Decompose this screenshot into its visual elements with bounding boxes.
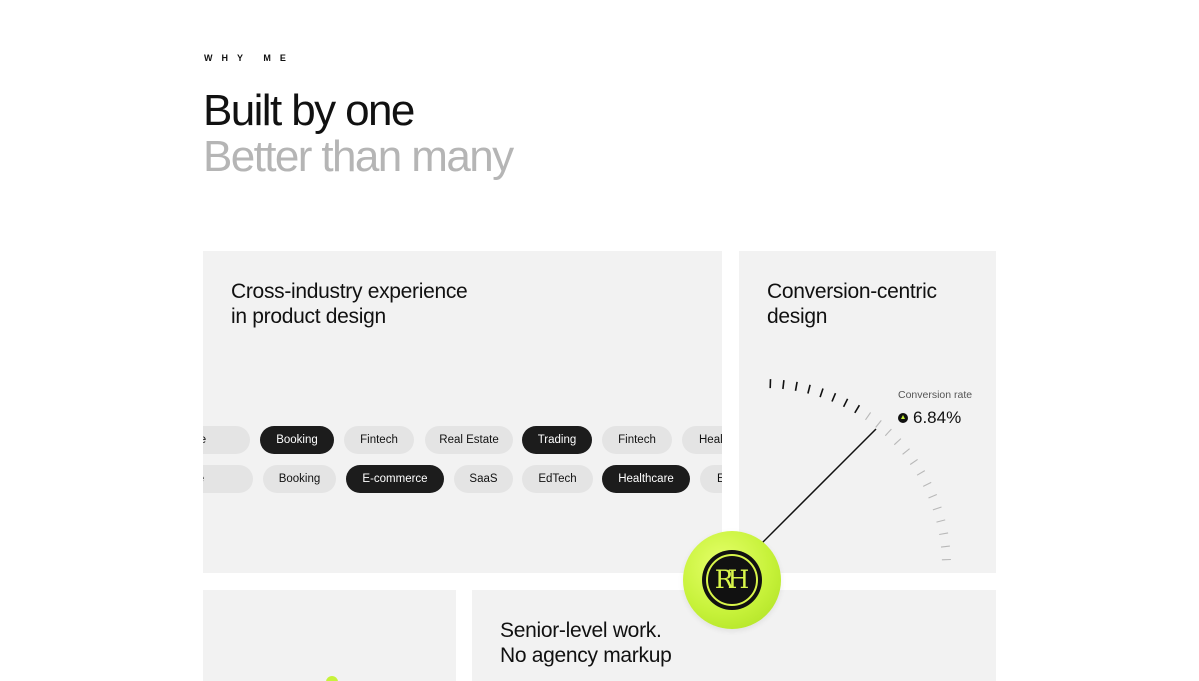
senior-title-line-1: Senior-level work. bbox=[500, 619, 662, 642]
industry-chip: Healthcare bbox=[682, 426, 722, 454]
gauge-tick bbox=[922, 481, 932, 487]
industry-chip: Fintech bbox=[602, 426, 672, 454]
industry-chip: E-commerce bbox=[203, 465, 253, 493]
section-headline: Built by one Better than many bbox=[203, 86, 514, 181]
gauge-tick bbox=[902, 448, 910, 455]
gauge-tick bbox=[794, 381, 798, 391]
rh-monogram-logo[interactable]: RH bbox=[683, 531, 781, 629]
gauge-tick bbox=[831, 392, 837, 402]
conversion-rate-readout: 6.84% bbox=[898, 408, 961, 428]
industry-title-line-1: Cross-industry experience bbox=[231, 280, 468, 303]
industry-chip: Real Estate bbox=[425, 426, 513, 454]
headline-line-2: Better than many bbox=[203, 132, 514, 181]
industry-experience-card: Cross-industry experience in product des… bbox=[203, 251, 722, 573]
senior-card-title: Senior-level work. No agency markup bbox=[500, 618, 672, 668]
gauge-tick bbox=[854, 404, 861, 414]
gauge-tick bbox=[865, 412, 872, 421]
industry-chip: Booking bbox=[263, 465, 336, 493]
accent-dot bbox=[326, 676, 338, 681]
industry-chip: Fintech bbox=[344, 426, 414, 454]
industry-chip: Booking bbox=[260, 426, 334, 454]
industry-chip: E-commerce bbox=[203, 426, 250, 454]
gauge-tick bbox=[936, 519, 946, 523]
conversion-gauge bbox=[769, 379, 951, 561]
gauge-tick bbox=[909, 458, 918, 465]
logo-letters: RH bbox=[714, 565, 750, 594]
gauge-tick bbox=[819, 388, 824, 398]
industry-chip: SaaS bbox=[454, 465, 513, 493]
industry-chip: Healthcare bbox=[602, 465, 690, 493]
gauge-tick bbox=[782, 380, 785, 390]
gauge-tick bbox=[928, 493, 938, 499]
section-eyebrow: WHY ME bbox=[204, 53, 295, 63]
industry-chip: E-commerce bbox=[346, 465, 444, 493]
gauge-tick bbox=[893, 438, 902, 446]
logo-ring bbox=[706, 554, 758, 606]
conversion-title-line-1: Conversion-centric bbox=[767, 280, 937, 303]
logo-inner-circle: RH bbox=[702, 550, 762, 610]
industry-chip: EdTech bbox=[700, 465, 722, 493]
conversion-card-title: Conversion-centric design bbox=[767, 279, 937, 329]
industry-title-line-2: in product design bbox=[231, 305, 386, 328]
headline-line-1: Built by one bbox=[203, 86, 415, 135]
industry-chip: EdTech bbox=[522, 465, 593, 493]
gauge-tick bbox=[940, 545, 950, 548]
industry-chip-row-2: E-commerce Booking E-commerce SaaS EdTech Hea… bbox=[203, 465, 722, 493]
gauge-tick bbox=[842, 398, 849, 408]
gauge-tick bbox=[916, 470, 926, 476]
bottom-left-card bbox=[203, 590, 456, 681]
gauge-tick bbox=[932, 506, 942, 511]
conversion-rate-value: 6.84% bbox=[913, 408, 962, 427]
industry-chip: Trading bbox=[522, 426, 592, 454]
gauge-tick bbox=[939, 532, 949, 536]
gauge-tick bbox=[875, 420, 882, 428]
gauge-tick bbox=[884, 428, 892, 437]
senior-title-line-2: No agency markup bbox=[500, 644, 672, 667]
conversion-title-line-2: design bbox=[767, 305, 828, 328]
conversion-card: Conversion-centric design Conversion rat… bbox=[739, 251, 996, 573]
industry-chip-row-1: E-commerce Booking Fintech Real Estate Tradi… bbox=[203, 426, 722, 454]
industry-card-title: Cross-industry experience in product des… bbox=[231, 279, 468, 329]
conversion-rate-label: Conversion rate bbox=[898, 389, 973, 401]
arrow-up-icon bbox=[898, 413, 908, 423]
gauge-tick bbox=[807, 384, 811, 394]
